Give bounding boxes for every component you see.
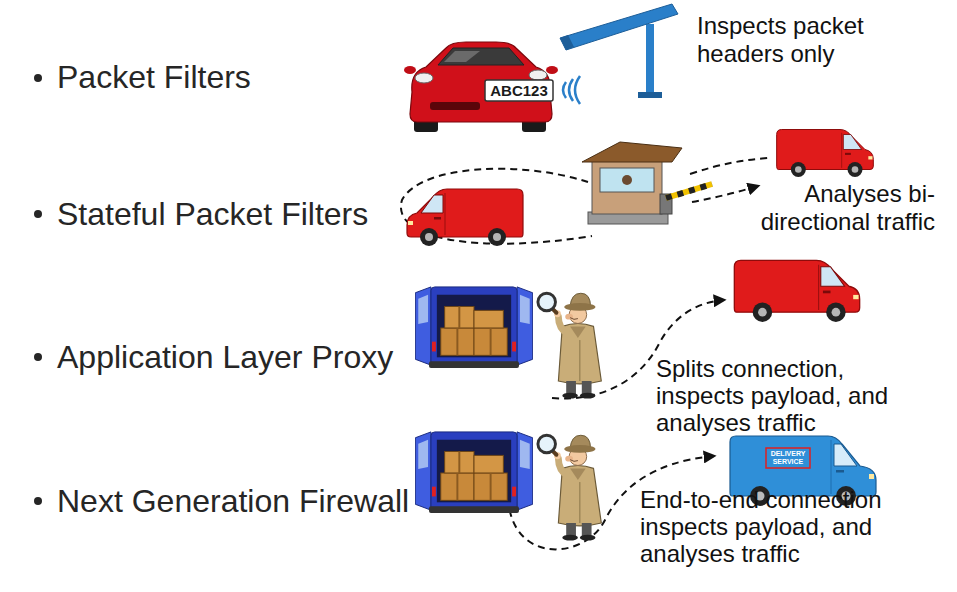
bullet-dot	[34, 74, 42, 505]
van-sign-text: DELIVERY SERVICE	[766, 450, 810, 466]
speed-camera	[646, 24, 654, 98]
red-van	[734, 260, 859, 322]
speed-camera	[560, 4, 678, 104]
red-van	[407, 189, 523, 246]
description-text: Analyses bi-directional traffic	[720, 180, 935, 236]
bullet-heading-box: Application Layer Proxy	[57, 338, 517, 376]
red-car	[430, 102, 480, 110]
red-van	[407, 189, 523, 246]
red-car	[546, 66, 558, 74]
bullet-dot	[34, 497, 42, 505]
description-text-box: Splits connection, inspects payload, and…	[656, 355, 916, 436]
speed-camera	[575, 76, 580, 104]
red-car	[410, 42, 552, 122]
speed-camera	[563, 82, 566, 98]
bullet-heading: Stateful Packet Filters	[57, 195, 517, 233]
open-van	[415, 287, 532, 368]
traffic-path	[690, 158, 768, 174]
bullet-heading: Packet Filters	[57, 58, 517, 96]
van-sign-text-box: DELIVERY SERVICE	[766, 450, 810, 466]
bullet-heading-box: Next Generation Firewall	[57, 482, 517, 520]
red-car	[415, 73, 433, 83]
description-text: Splits connection, inspects payload, and…	[656, 355, 916, 436]
toll-booth	[582, 142, 682, 162]
license-plate-text-box: ABC123	[486, 81, 552, 100]
description-text-box: End-to-end connection inspects payload, …	[640, 486, 940, 567]
red-car	[438, 48, 524, 65]
red-car	[404, 42, 558, 132]
speed-camera	[560, 4, 678, 50]
toll-booth	[582, 142, 712, 224]
description-text: End-to-end connection inspects payload, …	[640, 486, 940, 567]
red-car	[529, 70, 547, 80]
description-text-box: Analyses bi-directional traffic	[720, 180, 935, 236]
open-van	[415, 432, 532, 513]
toll-booth	[622, 175, 632, 185]
red-van	[777, 130, 874, 178]
toll-booth	[592, 160, 662, 214]
bullet-dot	[34, 210, 42, 218]
speed-camera	[569, 79, 573, 101]
toll-booth	[600, 168, 654, 192]
toll-booth	[666, 184, 712, 198]
bullet-heading-box: Packet Filters	[57, 58, 517, 96]
red-van	[734, 260, 859, 322]
description-text: Inspects packet headers only	[697, 12, 887, 68]
speed-camera	[560, 35, 574, 50]
license-plate-text: ABC123	[486, 81, 552, 100]
toll-booth	[666, 184, 712, 198]
open-van	[415, 287, 532, 368]
red-car	[485, 80, 553, 101]
speed-camera	[638, 92, 662, 98]
bullet-heading: Application Layer Proxy	[57, 338, 517, 376]
description-text-box: Inspects packet headers only	[697, 12, 887, 68]
open-van	[415, 432, 532, 513]
inspector-figure	[538, 293, 601, 398]
bullet-heading: Next Generation Firewall	[57, 482, 517, 520]
bullet-dot	[34, 74, 42, 82]
inspector-figure	[538, 293, 601, 398]
inspector-figure	[538, 435, 601, 540]
bullet-dot	[34, 353, 42, 361]
bullet-heading-box: Stateful Packet Filters	[57, 195, 517, 233]
red-car	[404, 66, 416, 74]
inspector-figure	[538, 435, 601, 540]
red-car	[444, 51, 480, 62]
